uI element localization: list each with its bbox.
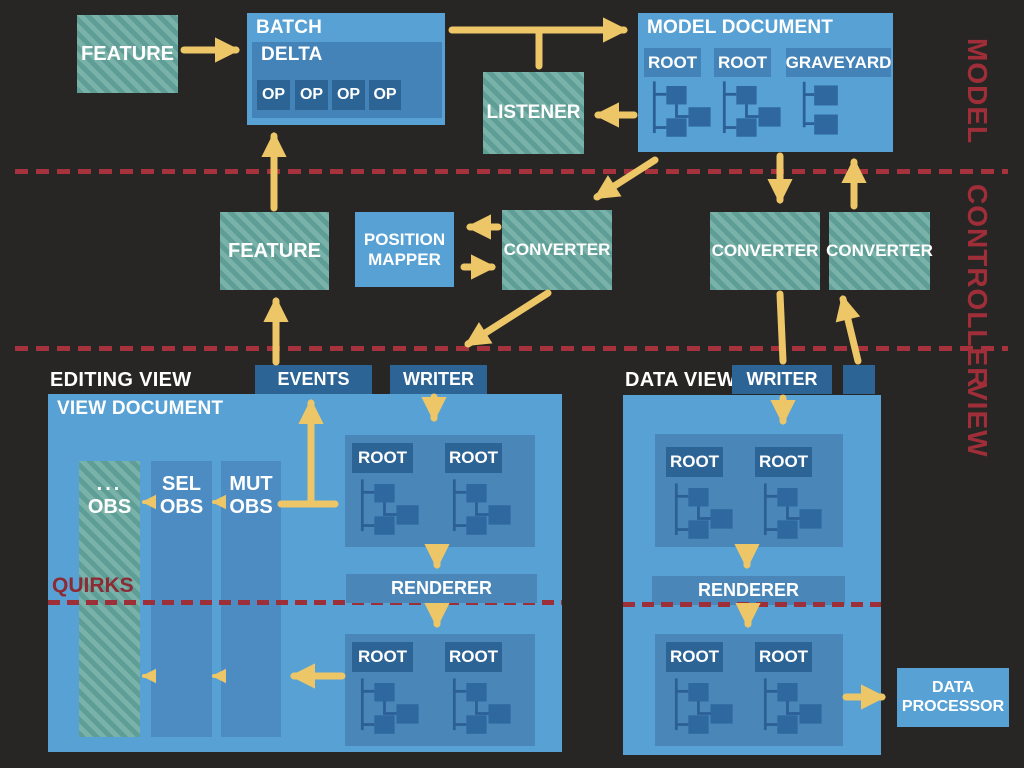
- root-label: ROOT: [755, 642, 812, 672]
- document-tree: [757, 481, 829, 548]
- renderer-editing-bar: RENDERER: [346, 574, 537, 603]
- editing-roots-top-container: ROOT ROOT: [345, 435, 535, 547]
- document-tree: [646, 79, 718, 146]
- root-label: ROOT: [666, 642, 723, 672]
- batch-box: BATCH DELTA OP OP OP OP: [247, 13, 445, 125]
- renderer-data-bar: RENDERER: [652, 576, 845, 605]
- arrow-converter-to-writer-editing: [464, 289, 552, 348]
- delta-title: DELTA: [261, 44, 323, 65]
- root-label: ROOT: [755, 447, 812, 477]
- side-label-model: MODEL: [962, 38, 993, 145]
- data-view-document-box: ROOT ROOT RENDERER ROOT ROOT: [623, 395, 881, 755]
- root-label: ROOT: [714, 48, 771, 77]
- op-box: OP: [332, 80, 365, 110]
- document-tree: [668, 676, 740, 743]
- root-label: ROOT: [445, 443, 502, 473]
- root-label: GRAVEYARD: [786, 48, 891, 77]
- op-box: OP: [295, 80, 328, 110]
- view-document-box: VIEW DOCUMENT ... OBS SEL OBS MUT OBS QU…: [48, 394, 562, 752]
- document-tree: [757, 676, 829, 743]
- listener-box: LISTENER: [483, 72, 584, 154]
- observer-column-sel: SEL OBS: [151, 461, 212, 737]
- writer-editing-bar: WRITER: [390, 365, 487, 394]
- model-document-title: MODEL DOCUMENT: [647, 17, 834, 38]
- op-box: OP: [369, 80, 401, 110]
- data-view-small-bar: [843, 365, 875, 394]
- view-document-title: VIEW DOCUMENT: [57, 398, 224, 419]
- model-document-box: MODEL DOCUMENT ROOT ROOT GRAVEYARD: [638, 13, 893, 152]
- data-view-label: DATA VIEW: [625, 369, 737, 391]
- delta-box: DELTA OP OP OP OP: [252, 42, 442, 118]
- op-box: OP: [257, 80, 290, 110]
- root-label: ROOT: [445, 642, 502, 672]
- root-label: ROOT: [666, 447, 723, 477]
- data-roots-bottom-container: ROOT ROOT: [655, 634, 843, 746]
- observer-column-mut: MUT OBS: [221, 461, 281, 737]
- quirks-label: QUIRKS: [52, 574, 134, 597]
- data-processor-box: DATA PROCESSOR: [897, 668, 1009, 727]
- document-tree: [354, 676, 426, 743]
- feature-controller-box: FEATURE: [220, 212, 329, 290]
- controller-view-divider: [15, 346, 1008, 351]
- batch-title: BATCH: [256, 17, 323, 38]
- document-tree: [446, 676, 518, 743]
- graveyard-tree: [796, 79, 856, 146]
- arrow-data-view-to-converter-right: [835, 294, 862, 365]
- observer-column-other: ... OBS: [79, 461, 140, 737]
- root-label: ROOT: [352, 642, 413, 672]
- document-tree: [716, 79, 788, 146]
- model-controller-divider: [15, 169, 1008, 174]
- side-label-view: VIEW: [962, 382, 993, 458]
- position-mapper-box: POSITION MAPPER: [355, 212, 454, 287]
- document-tree: [668, 481, 740, 548]
- quirks-divider-editing: [48, 600, 562, 605]
- writer-data-bar: WRITER: [732, 365, 832, 394]
- quirks-divider-data: [623, 602, 881, 607]
- document-tree: [354, 477, 426, 544]
- data-roots-top-container: ROOT ROOT: [655, 434, 843, 547]
- events-bar: EVENTS: [255, 365, 372, 394]
- document-tree: [446, 477, 518, 544]
- side-label-controller: CONTROLLER: [962, 184, 993, 389]
- feature-model-box: FEATURE: [77, 15, 178, 93]
- editing-view-label: EDITING VIEW: [50, 369, 192, 391]
- root-label: ROOT: [644, 48, 701, 77]
- converter-right-box: CONVERTER: [826, 212, 933, 290]
- converter-middle-box: CONVERTER: [710, 212, 820, 290]
- root-label: ROOT: [352, 443, 413, 473]
- editing-roots-bottom-container: ROOT ROOT: [345, 634, 535, 746]
- arrow-model-document-to-converter-left: [593, 156, 659, 201]
- converter-left-box: CONVERTER: [502, 210, 612, 290]
